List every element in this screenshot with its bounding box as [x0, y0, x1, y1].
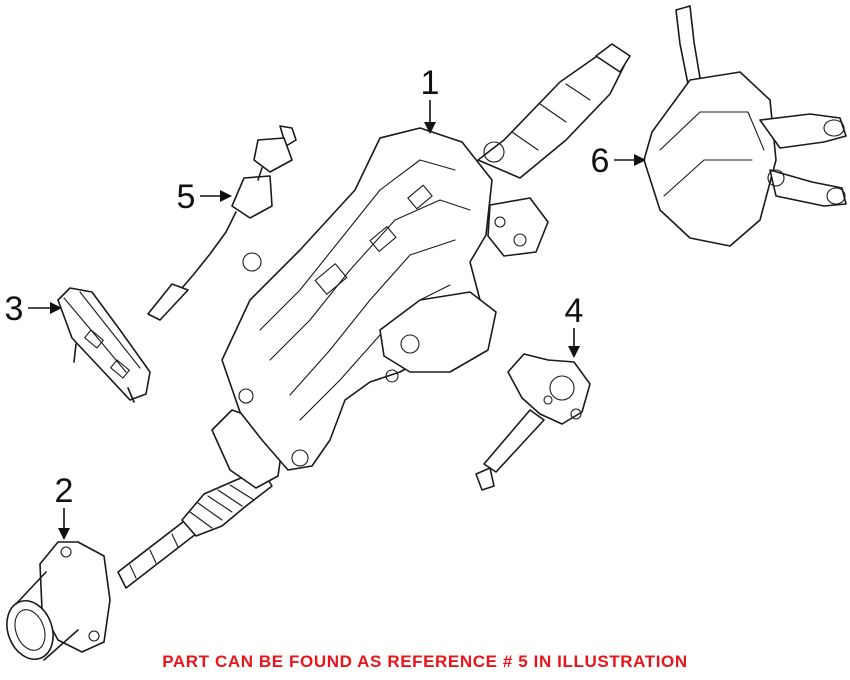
callout-number-4: 4 [565, 292, 584, 330]
callout-number-3: 3 [5, 290, 24, 328]
adjust-motor-part [475, 353, 591, 491]
callout-number-1: 1 [421, 64, 440, 102]
callout-1: 1 [421, 64, 440, 134]
callout-5: 5 [177, 178, 232, 216]
switch-module-part [57, 287, 151, 403]
callout-3: 3 [5, 290, 62, 328]
sensor-harness-part [147, 125, 297, 321]
combination-switch-part [643, 5, 847, 247]
steering-column-assembly [117, 43, 631, 589]
callout-4: 4 [565, 292, 584, 358]
boot-flange-part [6, 541, 111, 661]
callout-6: 6 [591, 142, 646, 180]
callout-number-2: 2 [55, 472, 74, 510]
callout-2: 2 [55, 472, 74, 540]
callout-number-6: 6 [591, 142, 610, 180]
callout-number-5: 5 [177, 178, 196, 216]
reference-note: PART CAN BE FOUND AS REFERENCE # 5 IN IL… [162, 652, 688, 671]
